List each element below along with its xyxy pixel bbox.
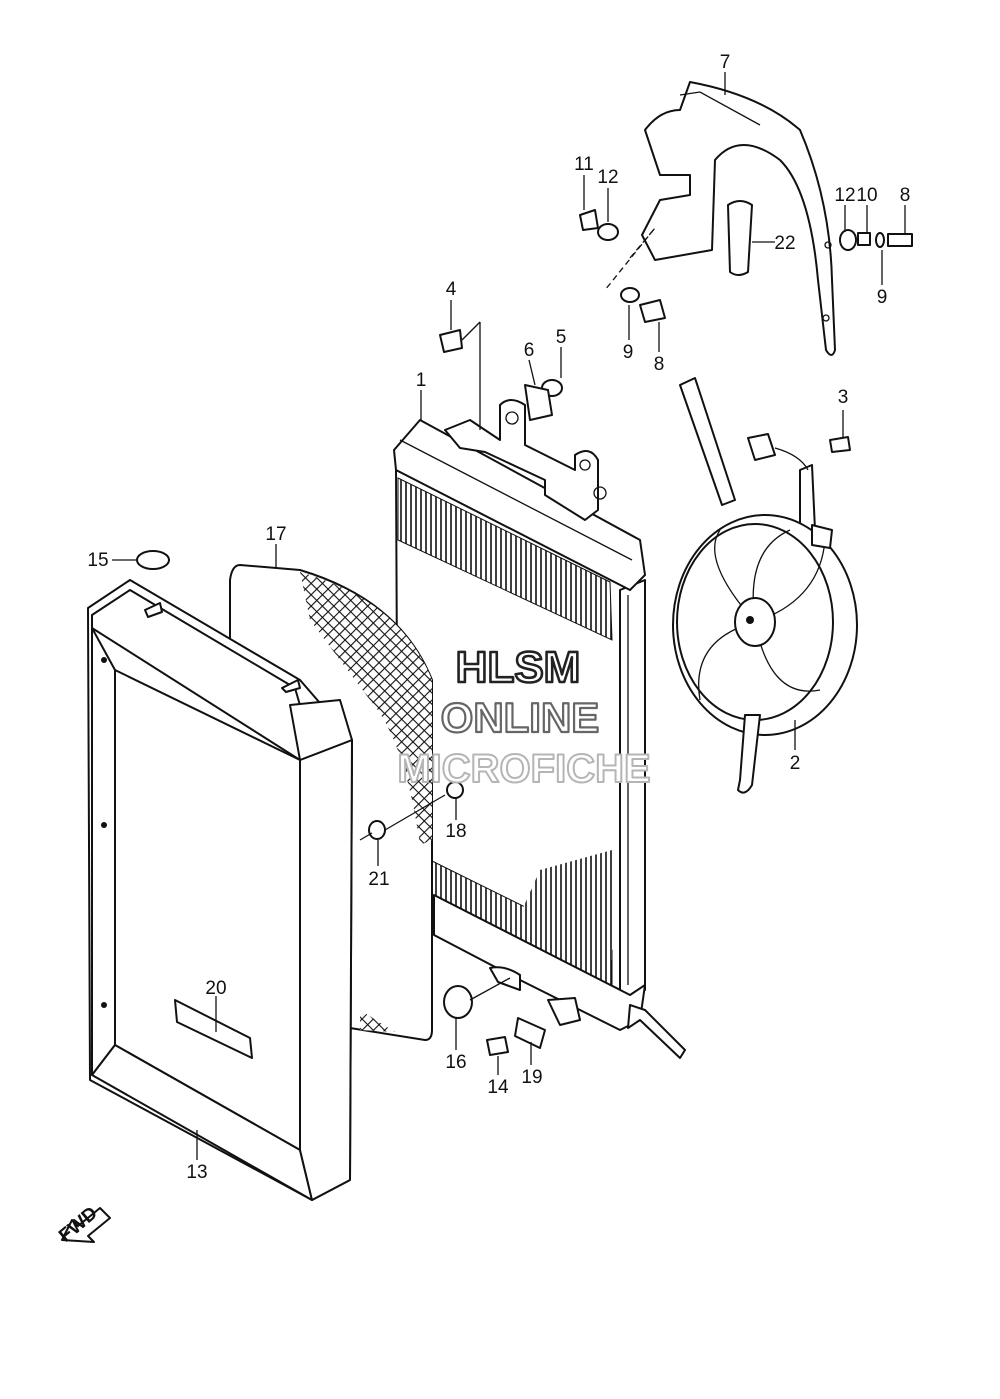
callout-7: 7 [720, 52, 731, 73]
leader-lines [112, 72, 906, 1160]
cap-15 [136, 550, 170, 570]
washer-9b [875, 232, 885, 248]
fwd-arrow-icon: FWD [55, 1203, 111, 1247]
clip-19 [514, 1017, 546, 1049]
callout-3: 3 [838, 387, 849, 408]
bolt-8b [887, 233, 913, 247]
callout-10: 10 [856, 185, 877, 206]
bolt-14 [486, 1036, 509, 1056]
bolt-11 [579, 209, 599, 231]
callout-11: 11 [574, 154, 594, 175]
callout-9b: 9 [623, 342, 634, 363]
bolt-8a [639, 299, 666, 323]
washer-9a [620, 287, 640, 303]
bolt-4 [439, 329, 463, 353]
callout-16: 16 [445, 1052, 466, 1073]
callout-20: 20 [205, 978, 226, 999]
callout-12b: 12 [834, 185, 855, 206]
watermark: HLSM ONLINE MICROFICHE [396, 642, 651, 792]
callout-12a: 12 [597, 167, 618, 188]
washer-21 [368, 820, 386, 840]
callout-9a: 9 [877, 287, 888, 308]
watermark-line3: MICROFICHE [397, 747, 650, 791]
callout-1: 1 [416, 370, 427, 391]
callout-8b: 8 [654, 354, 665, 375]
cushion-6 [524, 384, 553, 421]
callout-17: 17 [265, 524, 286, 545]
callouts: 1 2 3 4 5 6 7 8 8 9 9 10 11 12 12 13 14 … [87, 52, 910, 1183]
watermark-line1: HLSM [456, 643, 581, 692]
callout-14: 14 [487, 1077, 509, 1098]
label-plate [174, 996, 253, 1059]
callout-18: 18 [445, 821, 466, 842]
grommet-12a [597, 223, 619, 241]
callout-4: 4 [446, 279, 457, 300]
cooling-fan [672, 377, 858, 794]
cushion-16 [443, 985, 473, 1019]
fan-cover-bracket [641, 81, 836, 356]
bolt-3 [829, 436, 851, 453]
watermark-line2: ONLINE [441, 694, 600, 741]
callout-8a: 8 [900, 185, 911, 206]
callout-15: 15 [87, 550, 108, 571]
callout-5: 5 [556, 327, 567, 348]
shroud-frame [87, 579, 353, 1201]
grommet-12b [839, 229, 857, 251]
radiator [393, 399, 686, 1059]
callout-21: 21 [368, 869, 389, 890]
callout-19: 19 [521, 1067, 542, 1088]
callout-13: 13 [186, 1162, 207, 1183]
nut-18 [446, 781, 464, 799]
callout-22: 22 [774, 233, 795, 254]
callout-6: 6 [524, 340, 535, 361]
tube [727, 200, 775, 276]
collar-10 [857, 232, 871, 246]
callout-2: 2 [790, 753, 801, 774]
hardware [136, 209, 913, 1056]
